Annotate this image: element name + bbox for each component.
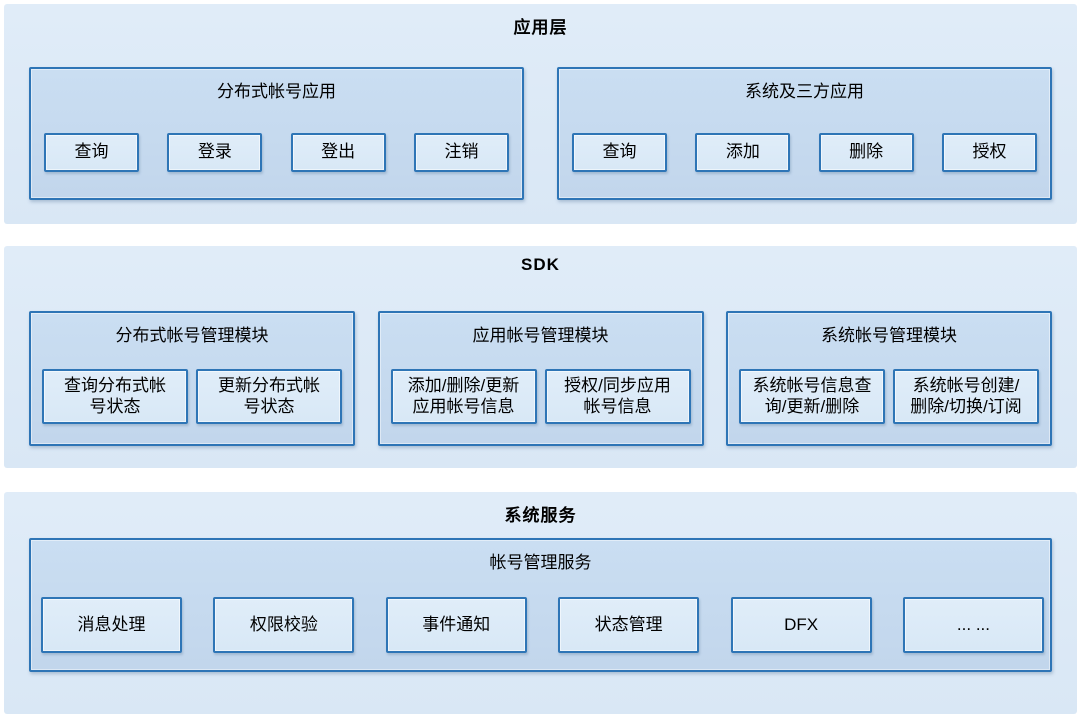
- layer-section: 应用层分布式帐号应用查询登录登出注销系统及三方应用查询添加删除授权: [4, 4, 1077, 224]
- module-box-title: 分布式帐号应用: [217, 82, 336, 101]
- module-box-title: 应用帐号管理模块: [472, 326, 609, 345]
- feature-button: 系统帐号创建/ 删除/切换/订阅: [893, 369, 1039, 424]
- feature-button: 消息处理: [41, 597, 182, 653]
- module-box: 系统帐号管理模块系统帐号信息查 询/更新/删除系统帐号创建/ 删除/切换/订阅: [726, 311, 1052, 446]
- feature-button: 授权: [941, 133, 1037, 172]
- module-box: 应用帐号管理模块添加/删除/更新 应用帐号信息授权/同步应用 帐号信息: [377, 311, 704, 446]
- feature-button-row: 查询登录登出注销: [44, 133, 509, 172]
- feature-button: 权限校验: [213, 597, 355, 653]
- module-box: 分布式帐号应用查询登录登出注销: [29, 67, 524, 200]
- module-box: 分布式帐号管理模块查询分布式帐 号状态更新分布式帐 号状态: [29, 311, 355, 446]
- feature-button: 删除: [818, 133, 914, 172]
- module-box: 帐号管理服务消息处理权限校验事件通知状态管理 DFX ... ...: [29, 538, 1052, 672]
- feature-button: 注销: [413, 133, 509, 172]
- layer-section: 系统服务帐号管理服务消息处理权限校验事件通知状态管理 DFX ... ...: [4, 492, 1077, 714]
- layer-title: SDK: [521, 255, 560, 274]
- feature-button: 查询: [572, 133, 667, 172]
- feature-button: 登出: [290, 133, 386, 172]
- feature-button: 查询: [44, 133, 139, 172]
- feature-button: 登录: [167, 133, 263, 172]
- layer-title: 系统服务: [504, 506, 577, 525]
- feature-button: 更新分布式帐 号状态: [196, 369, 342, 424]
- layer-title: 应用层: [513, 18, 568, 37]
- module-box-row: 分布式帐号管理模块查询分布式帐 号状态更新分布式帐 号状态应用帐号管理模块添加/…: [29, 311, 1052, 446]
- feature-button: 状态管理: [558, 597, 700, 653]
- module-box-title: 系统帐号管理模块: [821, 326, 957, 345]
- feature-button-row: 系统帐号信息查 询/更新/删除系统帐号创建/ 删除/切换/订阅: [739, 369, 1039, 424]
- module-box-row: 分布式帐号应用查询登录登出注销系统及三方应用查询添加删除授权: [29, 67, 1052, 200]
- feature-button: ... ...: [902, 597, 1044, 653]
- module-box-row: 帐号管理服务消息处理权限校验事件通知状态管理 DFX ... ...: [29, 538, 1052, 672]
- module-box-title: 系统及三方应用: [745, 82, 864, 101]
- feature-button: 添加/删除/更新 应用帐号信息: [390, 369, 537, 424]
- feature-button-row: 添加/删除/更新 应用帐号信息授权/同步应用 帐号信息: [390, 369, 691, 424]
- feature-button: DFX: [730, 597, 872, 653]
- module-box-title: 帐号管理服务: [489, 553, 592, 572]
- feature-button: 系统帐号信息查 询/更新/删除: [739, 369, 885, 424]
- feature-button: 授权/同步应用 帐号信息: [544, 369, 691, 424]
- module-box-title: 分布式帐号管理模块: [115, 326, 269, 345]
- feature-button-row: 查询添加删除授权: [572, 133, 1037, 172]
- feature-button-row: 查询分布式帐 号状态更新分布式帐 号状态: [42, 369, 342, 424]
- feature-button: 添加: [695, 133, 791, 172]
- module-box: 系统及三方应用查询添加删除授权: [557, 67, 1052, 200]
- feature-button: 查询分布式帐 号状态: [42, 369, 188, 424]
- feature-button: 事件通知: [385, 597, 527, 653]
- feature-button-row: 消息处理权限校验事件通知状态管理 DFX ... ...: [41, 597, 1044, 653]
